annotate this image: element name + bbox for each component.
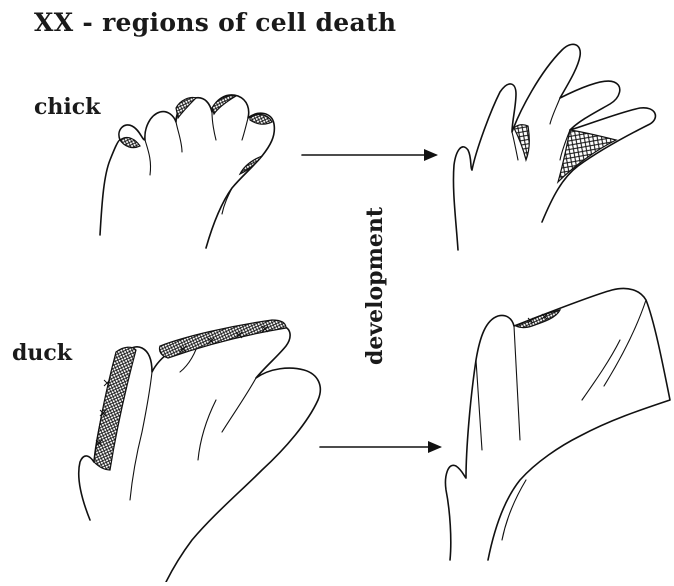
duck-early-limb: [79, 320, 321, 582]
duck-late-limb: [445, 288, 670, 560]
chick-early-death-region-2: [176, 97, 196, 118]
chick-late-death-region-1: [514, 125, 529, 160]
duck-early-death-region-1: [94, 347, 136, 470]
chick-early-limb: [100, 95, 274, 248]
chick-early-death-region-3: [212, 96, 236, 114]
duck-late-death-region: [516, 310, 560, 328]
development-label: development: [362, 207, 388, 365]
chick-late-limb: [453, 44, 655, 250]
diagram-title: XX - regions of cell death: [34, 8, 396, 37]
chick-early-death-region-5: [240, 156, 262, 174]
duck-early-death-region-2: [159, 320, 286, 358]
duck-label: duck: [12, 340, 72, 366]
chick-label: chick: [34, 94, 100, 120]
chick-early-death-region-1: [120, 138, 140, 148]
